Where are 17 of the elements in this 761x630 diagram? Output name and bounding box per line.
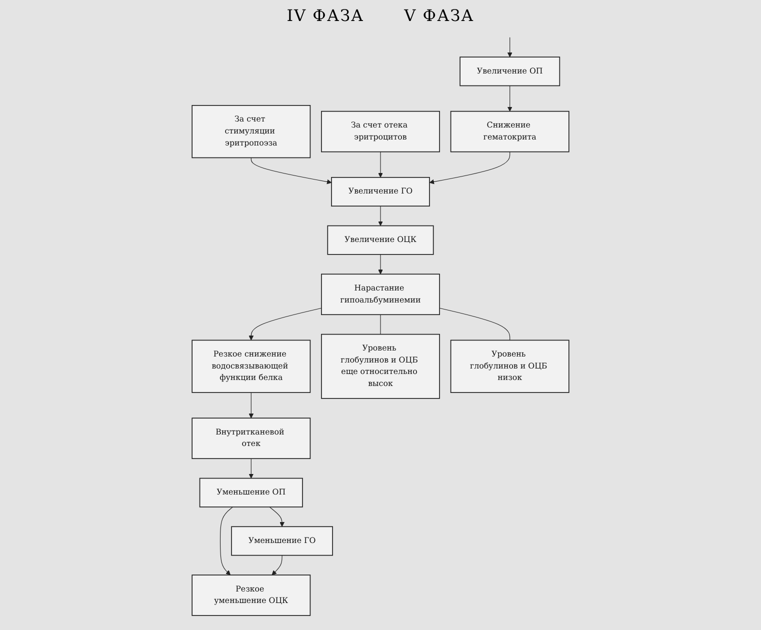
arrow (248, 308, 322, 340)
arrow (250, 157, 332, 184)
phase-heading: V ФАЗА (404, 6, 474, 25)
connector (439, 308, 510, 340)
arrow (272, 555, 282, 576)
arrow (220, 506, 234, 576)
arrow (248, 458, 254, 478)
arrow (269, 506, 285, 527)
phase-heading: IV ФАЗА (286, 6, 364, 25)
connector (380, 314, 381, 335)
arrow (378, 152, 383, 178)
arrow (507, 85, 512, 112)
arrow (507, 37, 512, 58)
arrow (429, 152, 510, 184)
arrow (248, 392, 254, 418)
arrow (378, 254, 383, 274)
arrow (378, 206, 383, 226)
